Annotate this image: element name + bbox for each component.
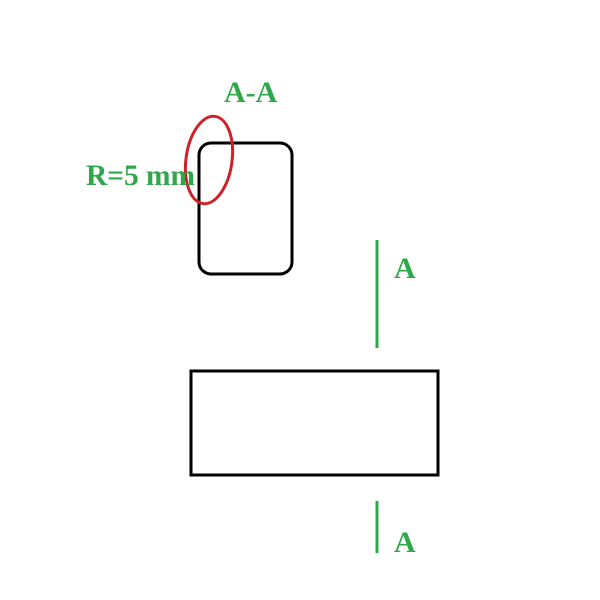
section-title: A-A — [224, 76, 278, 109]
section-profile — [197, 141, 294, 276]
radius-annotation: R=5 mm — [86, 159, 195, 192]
cut-marker-bottom-label: A — [394, 526, 416, 559]
cut-marker-top-label: A — [394, 252, 416, 285]
radius-highlight-circle — [183, 114, 235, 206]
part-front-view — [189, 369, 440, 477]
